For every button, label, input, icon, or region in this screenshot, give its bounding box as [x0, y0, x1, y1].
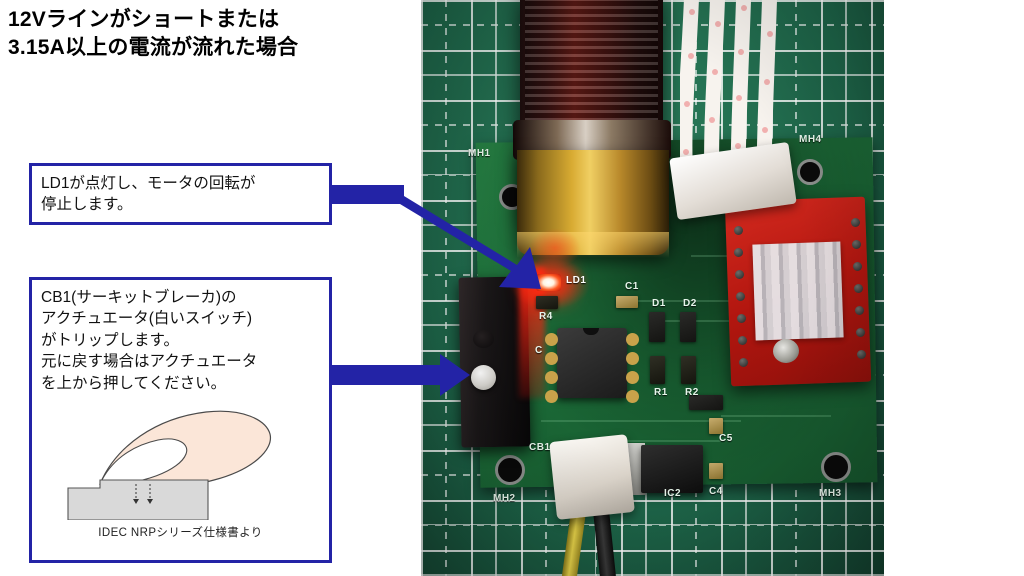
capacitor-c4 [709, 463, 723, 479]
callout-ld1-line-2: 停止します。 [41, 196, 133, 214]
silk-label-d2: D2 [683, 298, 697, 309]
driver-pin [738, 336, 747, 345]
press-direction-arrows [133, 484, 153, 504]
pcb-trace [621, 300, 781, 302]
capacitor-c5 [709, 418, 723, 434]
pcb-photo: MH1 MH4 LD1 C1 R4 C D1 D2 R1 R2 CB1 MH2 … [421, 0, 884, 576]
cb1-secondary-button [473, 330, 494, 348]
dip-pad [626, 371, 639, 384]
driver-pin [852, 240, 861, 249]
silk-label-cb1: CB1 [529, 442, 551, 453]
silk-label-mh4: MH4 [799, 134, 822, 145]
callout-box-ld1: LD1が点灯し、モータの回転が 停止します。 [29, 163, 332, 225]
callout-ld1-line-1: LD1が点灯し、モータの回転が [41, 175, 256, 192]
diode-d2 [680, 312, 696, 342]
driver-pin [736, 292, 745, 301]
resistor-r1 [650, 356, 665, 384]
breaker-threads [525, 0, 658, 120]
silk-label-ld1: LD1 [566, 275, 587, 286]
dip-ic-notch [583, 328, 599, 335]
dip-ic [557, 328, 627, 398]
callout-ld1-text: LD1が点灯し、モータの回転が 停止します。 [32, 166, 329, 216]
driver-pin [739, 358, 748, 367]
dip-pad [626, 390, 639, 403]
fingernail-shape [99, 438, 188, 485]
page-title-line-1: 12Vラインがショートまたは [8, 8, 280, 31]
page-title: 12Vラインがショートまたは 3.15A以上の電流が流れた場合 [8, 6, 408, 63]
driver-pin [734, 226, 743, 235]
transistor-ic2 [641, 445, 703, 493]
silk-label-c1: C1 [625, 281, 639, 292]
callout-cb1-text: CB1(サーキットブレーカ)の アクチュエータ(白いスイッチ) がトリップします… [32, 280, 329, 394]
pcb-trace [571, 440, 721, 442]
silk-label-r2: R2 [685, 387, 699, 398]
pcb-trace [721, 415, 831, 417]
callout-cb1-line-5: を上から押してください。 [41, 374, 227, 392]
callout-cb1-line-3: がトリップします。 [41, 331, 179, 349]
silk-label-c: C [535, 345, 543, 356]
mount-hole-mh4 [797, 159, 823, 185]
figure-caption: IDEC NRPシリーズ仕様書より [98, 527, 263, 539]
dip-pad [545, 352, 558, 365]
dip-pad [545, 371, 558, 384]
capacitor-c1 [616, 296, 638, 308]
mount-hole-mh2 [495, 455, 525, 485]
diode-d1 [649, 312, 665, 342]
silk-label-c5: C5 [719, 433, 733, 444]
pcb-trace [661, 320, 781, 322]
smd-part [689, 395, 723, 410]
finger-press-illustration [67, 410, 272, 520]
driver-pin [854, 284, 863, 293]
driver-heatsink [752, 241, 844, 341]
dip-pad [626, 352, 639, 365]
silk-label-d1: D1 [652, 298, 666, 309]
power-connector [549, 434, 635, 520]
driver-pin [737, 314, 746, 323]
dip-pad [545, 333, 558, 346]
dip-pad [626, 333, 639, 346]
silk-label-c4: C4 [709, 486, 723, 497]
silk-label-r4: R4 [539, 311, 553, 322]
driver-pin [855, 306, 864, 315]
silk-label-ic2: IC2 [664, 488, 682, 499]
callout-cb1-line-2: アクチュエータ(白いスイッチ) [41, 310, 253, 328]
page-title-line-2: 3.15A以上の電流が流れた場合 [8, 36, 299, 60]
resistor-r4 [536, 296, 558, 309]
led-ld1-lit [536, 274, 561, 291]
driver-pin [851, 218, 860, 227]
resistor-r2 [681, 356, 696, 384]
mount-hole-mh3 [821, 452, 851, 482]
driver-pin [734, 248, 743, 257]
silk-label-mh3: MH3 [819, 488, 842, 499]
silk-label-mh1: MH1 [468, 148, 491, 159]
driver-pin [735, 270, 744, 279]
pcb-trace [541, 420, 741, 422]
driver-pin [856, 328, 865, 337]
driver-pin [857, 350, 866, 359]
driver-pin [853, 262, 862, 271]
dip-pad [545, 390, 558, 403]
cb1-white-actuator [471, 365, 496, 390]
silk-label-mh2: MH2 [493, 493, 516, 504]
callout-cb1-line-1: CB1(サーキットブレーカ)の [41, 289, 237, 306]
silk-label-r1: R1 [654, 387, 668, 398]
callout-cb1-line-4: 元に戻す場合はアクチュエータ [41, 353, 258, 371]
